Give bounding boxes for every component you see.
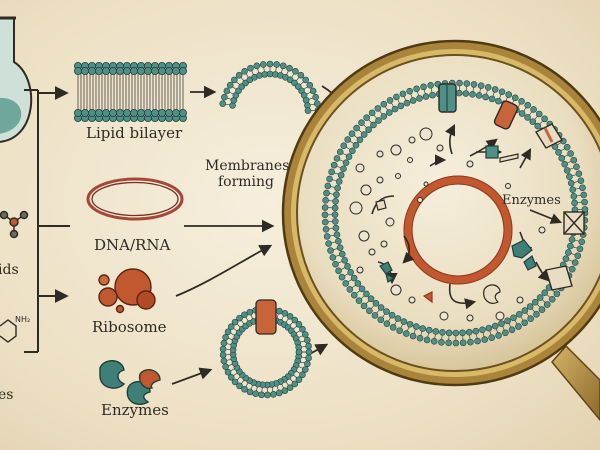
amino-acid-icon: NH₂	[0, 315, 30, 342]
lipid-bilayer-label: Lipid bilayer	[86, 124, 182, 142]
enzymes-label: Enzymes	[101, 401, 169, 419]
enzymes-illustration	[100, 361, 160, 405]
molecule-icon	[1, 212, 28, 238]
membranes-forming-label: Membranes forming	[205, 158, 287, 190]
nh2-label: NH₂	[15, 315, 30, 324]
magnifier-handle	[552, 346, 600, 420]
lipids-cutoff-label: ids	[0, 262, 19, 278]
dna-rna-ring	[88, 179, 182, 219]
cross-channel-protein	[564, 212, 584, 234]
dna-rna-label: DNA/RNA	[94, 236, 170, 254]
cell-enzymes-label: Enzymes	[502, 193, 561, 208]
lipid-bilayer-illustration	[74, 62, 186, 121]
flask-icon	[0, 18, 31, 142]
channel-protein-teal	[439, 84, 456, 112]
ribosome-label: Ribosome	[92, 318, 167, 336]
source-bracket	[24, 90, 70, 352]
vesicle-illustration	[220, 300, 312, 398]
forming-membrane-arc	[220, 61, 321, 114]
ribosome-illustration	[99, 269, 155, 313]
molecules-cutoff-label: es	[0, 387, 13, 403]
